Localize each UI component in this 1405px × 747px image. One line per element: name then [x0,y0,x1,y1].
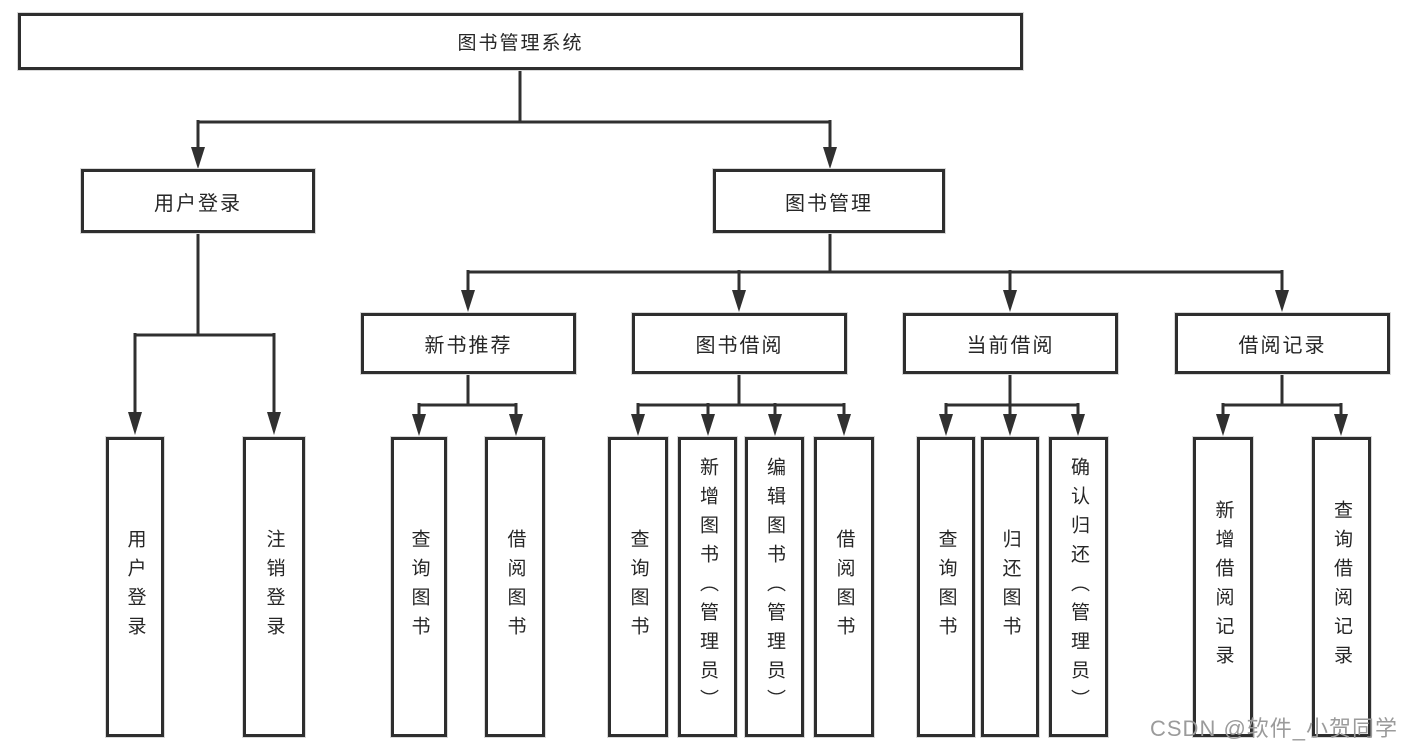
node-current-borrowing-label: 当前借阅 [966,335,1055,357]
node-user-login: 用户登录 [81,169,315,233]
node-user-login-label: 用户登录 [154,192,242,215]
leaf-logout: 注销登录 [243,437,305,737]
leaf-confirm-return-admin-label: 确认归还（管理员） [1068,456,1089,718]
node-current-borrowing: 当前借阅 [903,313,1118,374]
leaf-add-borrow-record-label: 新增借阅记录 [1212,500,1234,674]
leaf-edit-books-admin: 编辑图书（管理员） [745,437,804,737]
leaf-query-books-recommend: 查询图书 [391,437,447,737]
leaf-add-books-admin: 新增图书（管理员） [678,437,737,737]
node-new-book-recommendation-label: 新书推荐 [424,335,513,357]
leaf-user-login: 用户登录 [106,437,164,737]
leaf-query-books-current-label: 查询图书 [935,529,957,645]
node-borrowing-records: 借阅记录 [1175,313,1390,374]
leaf-query-books-borrowing-label: 查询图书 [627,529,649,645]
leaf-borrow-books-recommend: 借阅图书 [485,437,545,737]
leaf-query-books-current: 查询图书 [917,437,975,737]
node-book-management: 图书管理 [713,169,945,233]
leaf-borrow-books-borrowing-label: 借阅图书 [833,529,855,645]
leaf-return-books: 归还图书 [981,437,1039,737]
node-new-book-recommendation: 新书推荐 [361,313,576,374]
leaf-confirm-return-admin: 确认归还（管理员） [1049,437,1108,737]
node-book-borrowing-label: 图书借阅 [695,335,784,357]
leaf-borrow-books-recommend-label: 借阅图书 [504,529,526,645]
node-root: 图书管理系统 [18,13,1023,70]
leaf-query-borrow-record-label: 查询借阅记录 [1331,500,1352,674]
node-book-borrowing: 图书借阅 [632,313,847,374]
node-root-label: 图书管理系统 [457,33,584,54]
leaf-add-borrow-record: 新增借阅记录 [1193,437,1253,737]
leaf-query-books-recommend-label: 查询图书 [408,529,430,645]
csdn-watermark: CSDN @软件_小贺同学 [1150,716,1399,741]
leaf-query-borrow-record: 查询借阅记录 [1312,437,1371,737]
leaf-logout-label: 注销登录 [263,529,285,645]
leaf-add-books-admin-label: 新增图书（管理员） [697,456,718,718]
leaf-query-books-borrowing: 查询图书 [608,437,668,737]
leaf-user-login-label: 用户登录 [124,529,146,645]
leaf-edit-books-admin-label: 编辑图书（管理员） [764,456,785,718]
leaf-return-books-label: 归还图书 [999,529,1021,645]
node-book-management-label: 图书管理 [785,192,873,215]
node-borrowing-records-label: 借阅记录 [1238,335,1327,357]
arrowheads [128,147,1348,436]
leaf-borrow-books-borrowing: 借阅图书 [814,437,874,737]
